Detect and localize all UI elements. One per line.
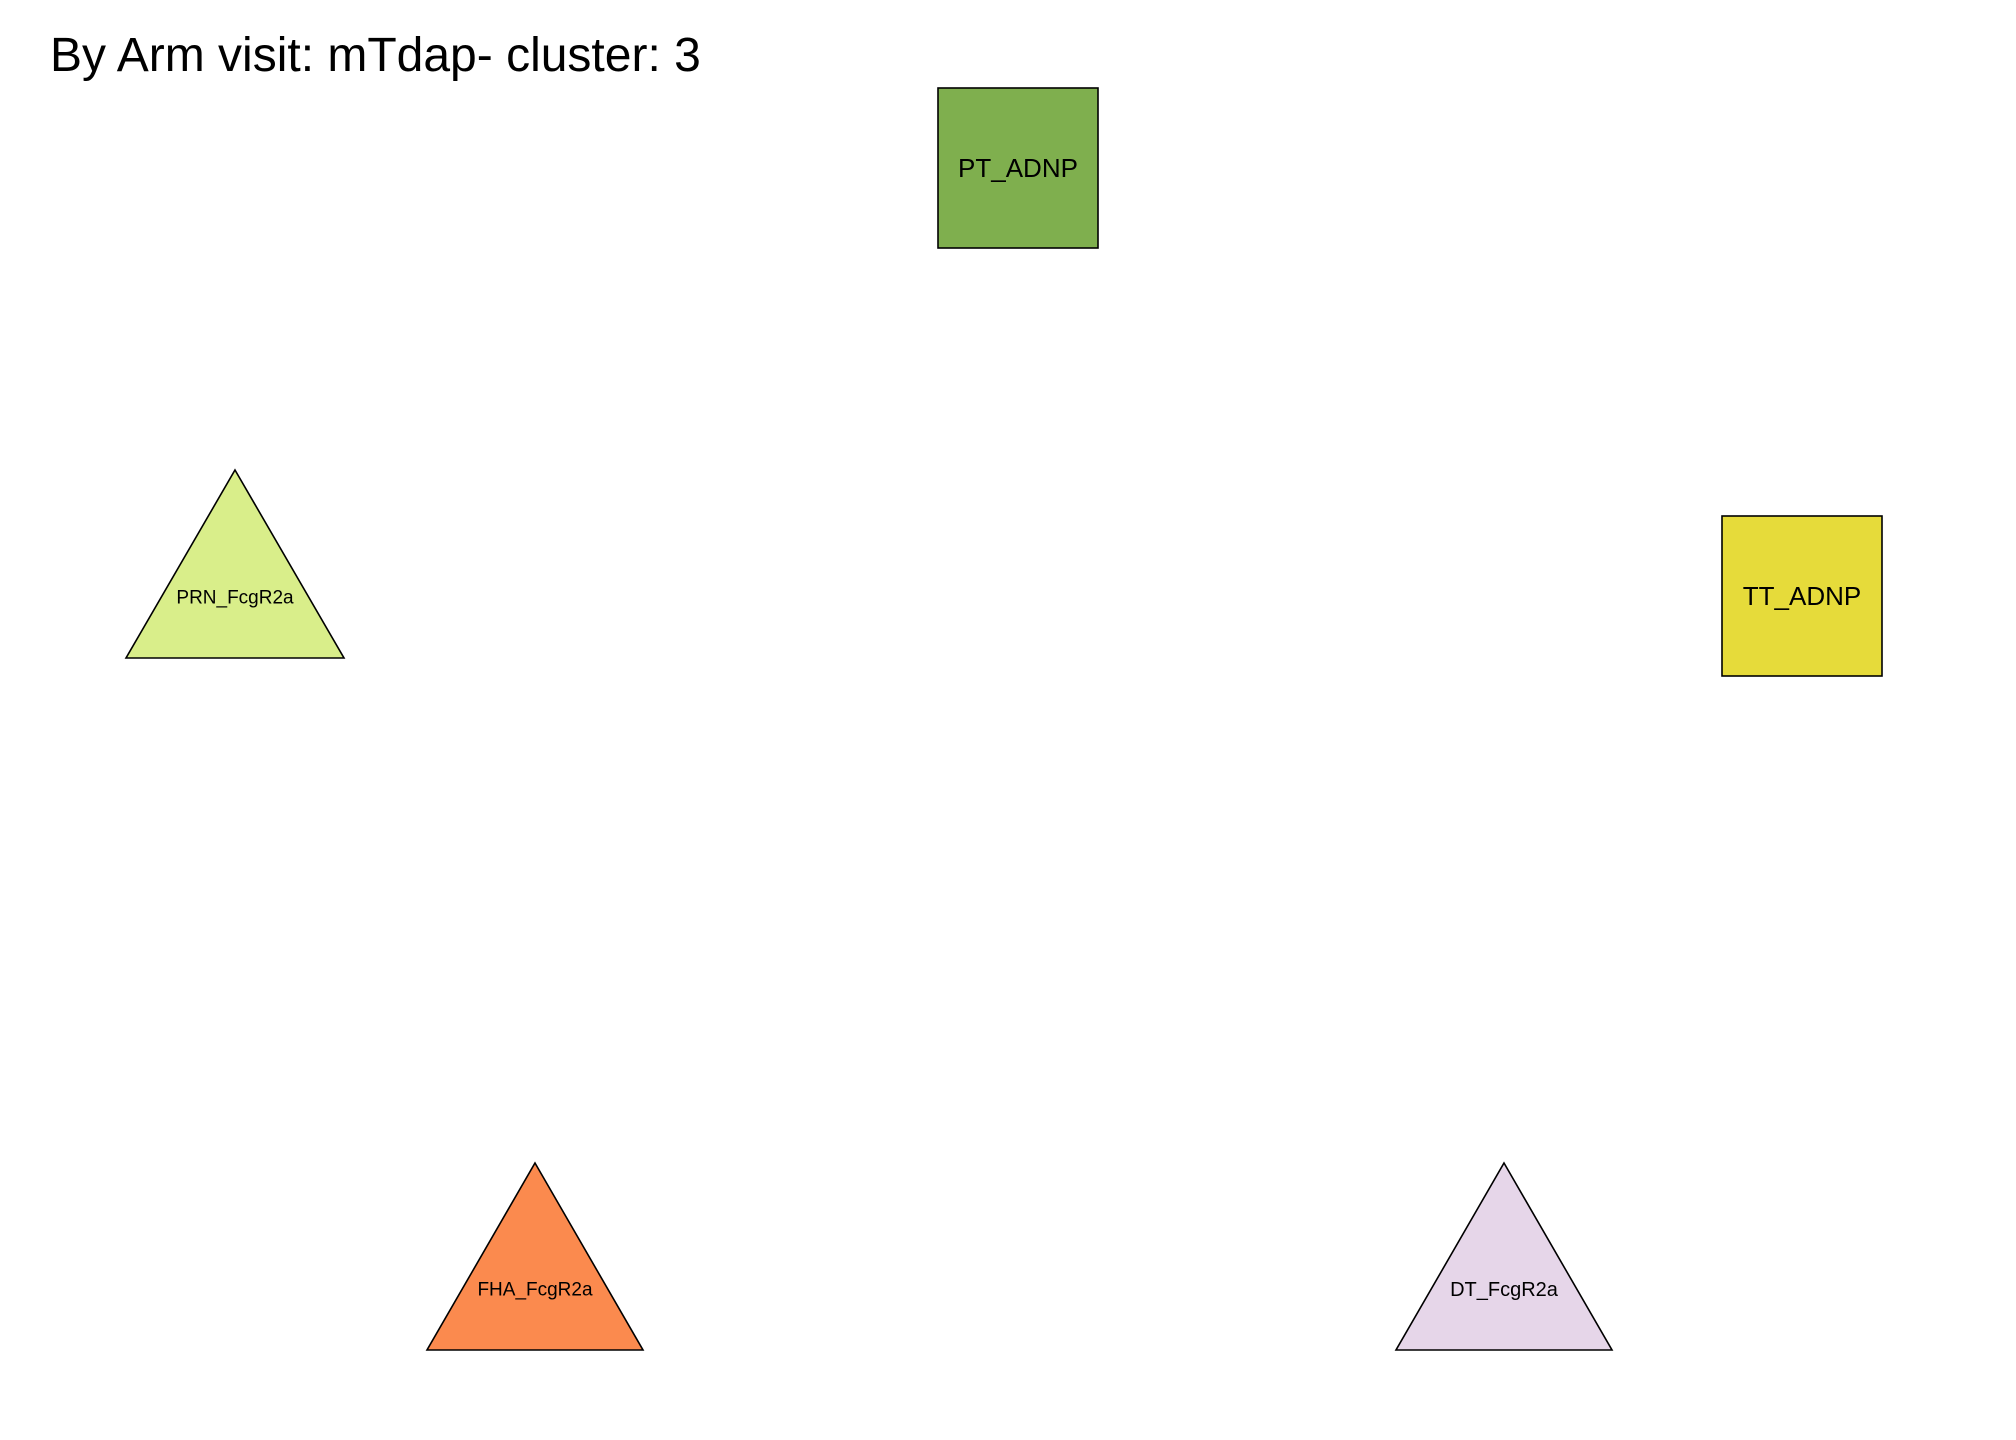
node-tt-adnp: TT_ADNP (1721, 515, 1883, 677)
node-dt-fcgr2a: DT_FcgR2a (1394, 1161, 1614, 1351)
node-label: PRN_FcgR2a (176, 588, 294, 609)
node-triangle-shape (124, 468, 346, 659)
node-label: DT_FcgR2a (1450, 1279, 1559, 1301)
node-label: TT_ADNP (1743, 581, 1861, 611)
node-label: FHA_FcgR2a (477, 1280, 593, 1301)
node-label: PT_ADNP (958, 153, 1078, 183)
node-prn-fcgr2a: PRN_FcgR2a (124, 468, 346, 659)
node-triangle-shape (1394, 1161, 1614, 1351)
node-fha-fcgr2a: FHA_FcgR2a (425, 1161, 645, 1351)
node-pt-adnp: PT_ADNP (937, 87, 1099, 249)
node-square-shape (937, 87, 1099, 249)
page-title: By Arm visit: mTdap- cluster: 3 (50, 29, 701, 82)
node-square-shape (1721, 515, 1883, 677)
node-triangle-shape (425, 1161, 645, 1351)
